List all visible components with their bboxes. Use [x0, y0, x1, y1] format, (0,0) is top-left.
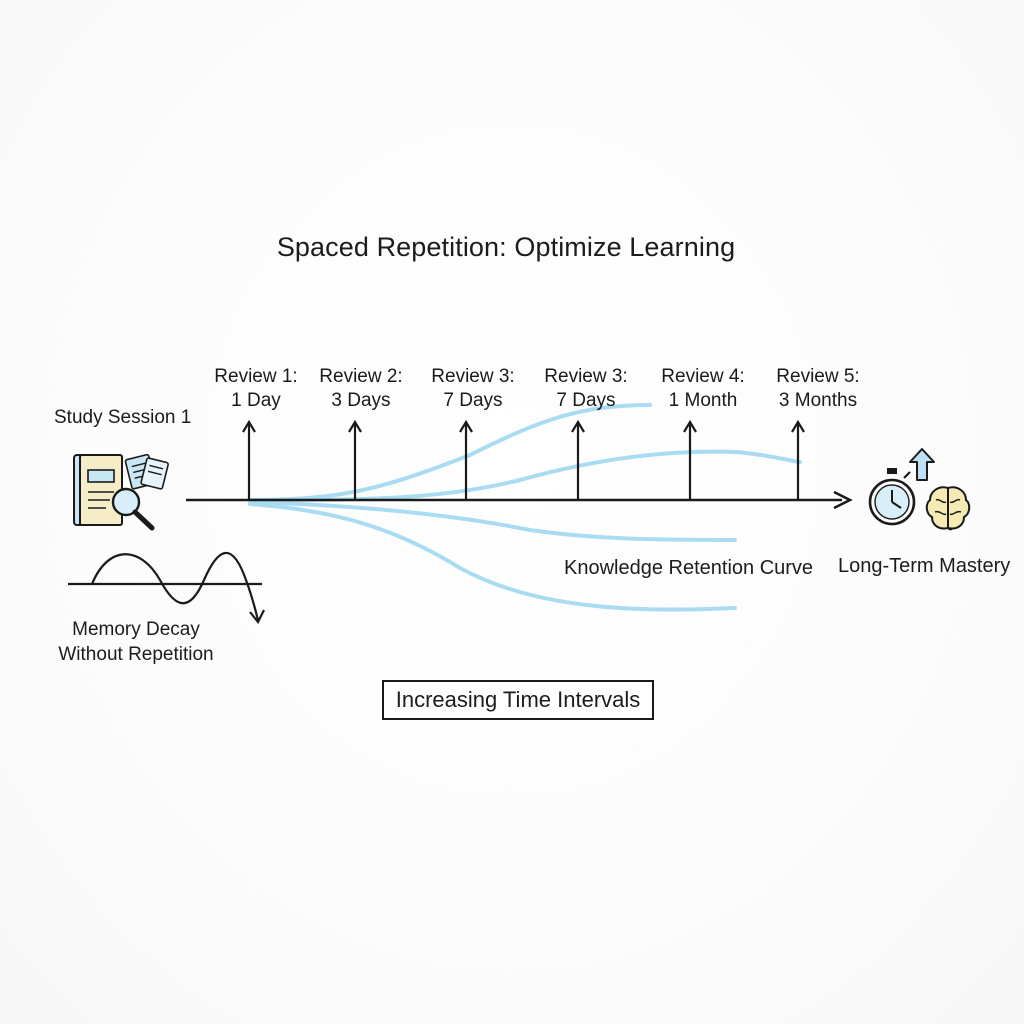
- study-book-magnifier-icon: [73, 453, 169, 531]
- retention-curve-mid: [248, 449, 802, 502]
- study-session-label: Study Session 1: [54, 407, 192, 428]
- review-label-6-name: Review 5:: [776, 366, 860, 387]
- review-marker-6: [791, 419, 805, 500]
- review-label-4-interval: 7 Days: [556, 390, 616, 411]
- review-label-6-interval: 3 Months: [778, 390, 858, 411]
- review-label-1: Review 1: 1 Day: [191, 365, 321, 413]
- review-label-2-interval: 3 Days: [331, 390, 391, 411]
- retention-curve-upper: [248, 403, 652, 502]
- retention-curves: [248, 403, 802, 612]
- retention-curve-decay: [248, 502, 737, 612]
- review-label-1-interval: 1 Day: [231, 390, 281, 411]
- long-term-mastery-label: Long-Term Mastery: [838, 555, 1011, 577]
- review-marker-1: [242, 419, 256, 500]
- review-label-4: Review 3: 7 Days: [521, 365, 651, 413]
- memory-decay-line1: Memory Decay: [72, 619, 200, 640]
- review-label-2: Review 2: 3 Days: [296, 365, 426, 413]
- review-label-6: Review 5: 3 Months: [753, 365, 883, 413]
- retention-curve-low: [248, 500, 737, 542]
- review-marker-3: [459, 419, 473, 500]
- timeline-arrowhead: [833, 490, 853, 510]
- brain-icon: [925, 486, 971, 531]
- review-label-3-interval: 7 Days: [443, 390, 503, 411]
- review-label-2-name: Review 2:: [319, 366, 403, 387]
- review-markers: [242, 419, 805, 500]
- review-label-3: Review 3: 7 Days: [408, 365, 538, 413]
- review-marker-2: [348, 419, 362, 500]
- review-label-1-name: Review 1:: [214, 366, 298, 387]
- review-marker-4: [571, 419, 585, 500]
- stopwatch-icon: [868, 468, 916, 526]
- review-label-5-name: Review 4:: [661, 366, 745, 387]
- retention-curve-label: Knowledge Retention Curve: [564, 557, 814, 579]
- review-label-5: Review 4: 1 Month: [638, 365, 768, 413]
- diagram-title: Spaced Repetition: Optimize Learning: [276, 232, 736, 262]
- memory-decay-line2: Without Repetition: [58, 644, 214, 665]
- review-marker-5: [683, 419, 697, 500]
- review-label-5-interval: 1 Month: [668, 390, 738, 411]
- up-arrow-icon: [909, 448, 935, 481]
- memory-decay-label: Memory Decay Without Repetition: [44, 617, 228, 667]
- decay-wave-icon: [68, 551, 265, 625]
- review-label-3-name: Review 3:: [431, 366, 515, 387]
- increasing-intervals-box: Increasing Time Intervals: [382, 680, 654, 720]
- review-label-4-name: Review 3:: [544, 366, 628, 387]
